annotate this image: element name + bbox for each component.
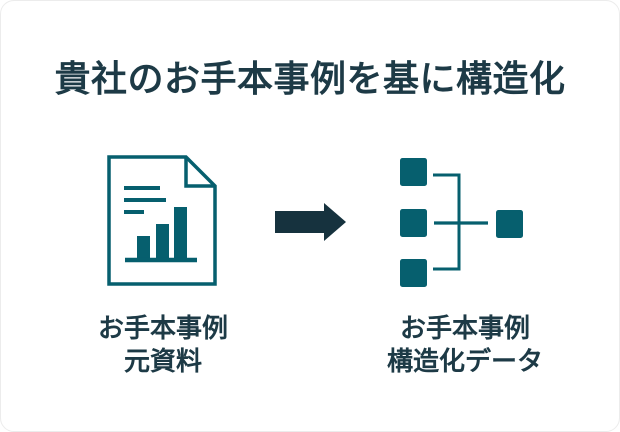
result-caption-line1: お手本事例	[399, 313, 530, 343]
structured-data-tree-icon	[400, 158, 523, 287]
result-caption-line2: 構造化データ	[386, 346, 543, 376]
arrow-right-icon	[275, 203, 346, 241]
page-title: 貴社のお手本事例を基に構造化	[54, 58, 566, 99]
document-bar-chart-icon	[107, 155, 217, 286]
result-caption: お手本事例 構造化データ	[355, 312, 575, 378]
source-caption-line1: お手本事例	[97, 313, 228, 343]
source-caption: お手本事例 元資料	[53, 312, 273, 378]
source-caption-line2: 元資料	[123, 346, 202, 376]
